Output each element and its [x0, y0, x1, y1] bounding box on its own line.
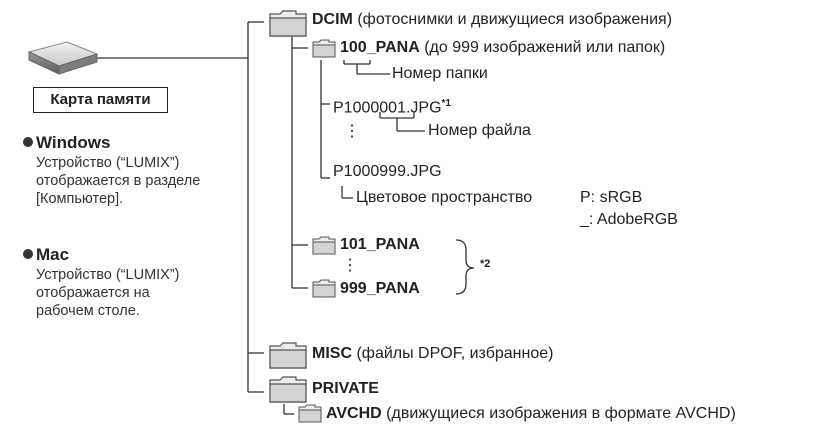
file-last: P1000999.JPG — [333, 163, 442, 180]
windows-description: Устройство (“LUMIX”) отображается в разд… — [36, 154, 206, 208]
folder-icon — [312, 236, 336, 255]
folder-icon — [298, 404, 322, 423]
mac-description: Устройство (“LUMIX”) отображается на раб… — [36, 266, 206, 320]
folder-number-label: Номер папки — [392, 65, 488, 82]
memory-card-icon — [27, 41, 99, 75]
windows-desc-line: Устройство (“LUMIX”) — [36, 155, 180, 171]
dcim-desc: (фотоснимки и движущиеся изображения) — [352, 11, 673, 28]
color-space-label: Цветовое пространство — [356, 189, 533, 206]
bullet-icon — [23, 137, 33, 147]
file-first-name: P1000001.JPG — [333, 99, 442, 117]
folder-icon — [269, 376, 307, 403]
folder-icon — [269, 10, 307, 37]
avchd-folder: AVCHD (движущиеся изображения в формате … — [326, 404, 736, 424]
pana100-name: 100_PANA — [340, 39, 420, 56]
mac-heading: Mac — [23, 245, 69, 265]
avchd-desc: (движущиеся изображения в формате AVCHD) — [381, 405, 736, 422]
windows-heading: Windows — [23, 133, 110, 153]
folder-icon — [269, 342, 307, 369]
windows-desc-line: [Компьютер]. — [36, 191, 124, 207]
pana100-folder: 100_PANA (до 999 изображений или папок) — [340, 38, 665, 58]
windows-desc-line: отображается в разделе — [36, 173, 201, 189]
note-2: *2 — [480, 258, 491, 270]
file-first: P1000001.JPG*1 — [333, 94, 451, 118]
pana100-desc: (до 999 изображений или папок) — [419, 39, 666, 56]
pana101-name: 101_PANA — [340, 236, 420, 253]
color-space-adobergb: _: AdobeRGB — [580, 211, 678, 228]
misc-desc: (файлы DPOF, избранное) — [352, 345, 554, 362]
windows-heading-text: Windows — [36, 133, 111, 152]
folder-icon — [312, 39, 336, 58]
mac-heading-text: Mac — [36, 245, 70, 264]
private-name: PRIVATE — [312, 380, 379, 397]
memory-card-label: Карта памяти — [33, 87, 168, 113]
mac-desc-line: Устройство (“LUMIX”) — [36, 267, 180, 283]
mac-desc-line: рабочем столе. — [36, 303, 140, 319]
dcim-folder: DCIM (фотоснимки и движущиеся изображени… — [312, 10, 672, 30]
dcim-name: DCIM — [312, 11, 353, 28]
avchd-name: AVCHD — [326, 405, 382, 422]
file-number-label: Номер файла — [428, 122, 531, 139]
misc-folder: MISC (файлы DPOF, избранное) — [312, 344, 553, 364]
color-space-srgb: P: sRGB — [580, 189, 643, 206]
ellipsis-files: ⋮ — [344, 123, 360, 140]
folder-icon — [312, 279, 336, 298]
misc-name: MISC — [312, 345, 352, 362]
note-1: *1 — [441, 98, 451, 109]
ellipsis-folders: ⋮ — [342, 257, 358, 274]
pana999-name: 999_PANA — [340, 280, 420, 297]
mac-desc-line: отображается на — [36, 285, 150, 301]
bullet-icon — [23, 249, 33, 259]
